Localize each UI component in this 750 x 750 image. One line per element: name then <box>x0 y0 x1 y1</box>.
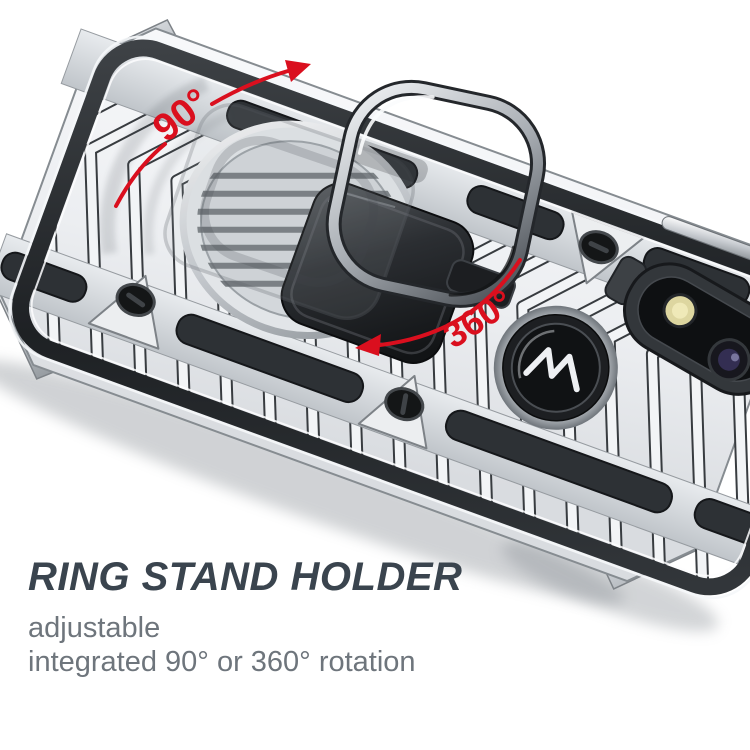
arrow-360-head <box>355 334 381 356</box>
m-logo-glyph <box>523 347 580 393</box>
caption-line-1: adjustable <box>28 612 161 644</box>
edge-band <box>8 35 750 600</box>
caption-block: RING STAND HOLDER adjustable integrated … <box>28 556 462 679</box>
arrow-90-tail <box>114 142 167 208</box>
camera-module <box>604 255 750 396</box>
arrow-360-curve <box>378 258 522 347</box>
arrow-90-head <box>285 60 311 82</box>
side-buttons <box>661 216 750 264</box>
caption-title: RING STAND HOLDER <box>28 555 463 599</box>
screw-accents <box>115 230 619 422</box>
motorola-logo <box>493 305 618 430</box>
rotation-arrows <box>114 60 522 356</box>
ring-stand-ring <box>325 79 547 309</box>
case-shadow <box>0 360 719 632</box>
caption-line-2: integrated 90° or 360° rotation <box>28 646 416 678</box>
arrow-90-curve <box>210 69 290 106</box>
